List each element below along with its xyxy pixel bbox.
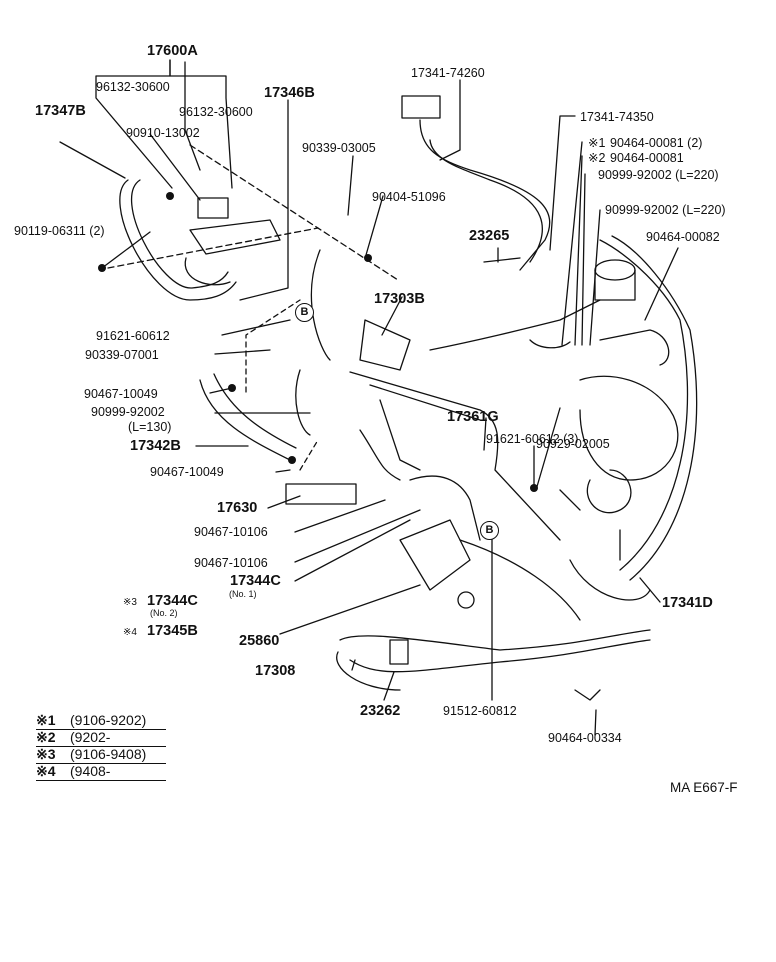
label-17345B: 17345B — [147, 623, 198, 639]
mark-3-inline: ※3 — [123, 597, 137, 608]
label-90464-00081: 90464-00081 — [610, 151, 684, 165]
legend-row: ※2 (9202- — [36, 729, 176, 746]
label-91621-60612-3: 91621-60612 (3) — [486, 432, 579, 446]
diagram-reference: MA E667-F — [670, 780, 738, 795]
legend-mark: ※4 — [36, 763, 56, 779]
label-90467-10106-b: 90467-10106 — [194, 556, 268, 570]
label-23262: 23262 — [360, 703, 401, 719]
mark-4-inline: ※4 — [123, 627, 137, 638]
label-90467-10106-a: 90467-10106 — [194, 525, 268, 539]
label-91512-60812: 91512-60812 — [443, 704, 517, 718]
label-17341-74350: 17341-74350 — [580, 110, 654, 124]
label-96132-30600-b: 96132-30600 — [179, 105, 253, 119]
legend-mark: ※3 — [36, 746, 56, 762]
label-90999-92002-l220-a: 90999-92002 (L=220) — [598, 168, 719, 182]
circle-b-mark-top: B — [295, 303, 314, 322]
legend-divider — [36, 746, 166, 747]
label-90999-92002-l130: 90999-92002 — [91, 405, 165, 419]
legend-mark: ※2 — [36, 729, 56, 745]
legend-range: (9202- — [70, 729, 111, 745]
legend-divider — [36, 763, 166, 764]
label-17630: 17630 — [217, 500, 258, 516]
label-no2: (No. 2) — [150, 608, 178, 618]
legend-row: ※4 (9408- — [36, 763, 176, 780]
legend-range: (9408- — [70, 763, 111, 779]
legend-row: ※3 (9106-9408) — [36, 746, 176, 763]
legend: ※1 (9106-9202) ※2 (9202- ※3 (9106-9408) … — [36, 712, 176, 781]
legend-range: (9106-9202) — [70, 712, 147, 728]
label-17342B: 17342B — [130, 438, 181, 454]
legend-row: ※1 (9106-9202) — [36, 712, 176, 729]
label-91621-60612: 91621-60612 — [96, 329, 170, 343]
legend-divider — [36, 780, 166, 781]
label-90999-92002-l220-b: 90999-92002 (L=220) — [605, 203, 726, 217]
label-17308: 17308 — [255, 663, 296, 679]
legend-range: (9106-9408) — [70, 746, 147, 762]
label-17341-74260: 17341-74260 — [411, 66, 485, 80]
mark-2-label: ※2 — [588, 151, 606, 165]
label-l130: (L=130) — [128, 420, 172, 434]
label-90467-10049-b: 90467-10049 — [150, 465, 224, 479]
label-17361G: 17361G — [447, 409, 499, 425]
circle-b-mark-bottom: B — [480, 521, 499, 540]
label-90910-13002: 90910-13002 — [126, 126, 200, 140]
label-17346B: 17346B — [264, 85, 315, 101]
label-17347B: 17347B — [35, 103, 86, 119]
label-90464-00081-2: 90464-00081 (2) — [610, 136, 703, 150]
label-no1: (No. 1) — [229, 589, 257, 599]
label-90339-07001: 90339-07001 — [85, 348, 159, 362]
label-17303B: 17303B — [374, 291, 425, 307]
label-17341D: 17341D — [662, 595, 713, 611]
legend-divider — [36, 729, 166, 730]
label-90464-00082: 90464-00082 — [646, 230, 720, 244]
label-90404-51096: 90404-51096 — [372, 190, 446, 204]
legend-mark: ※1 — [36, 712, 56, 728]
label-90464-00334: 90464-00334 — [548, 731, 622, 745]
label-23265: 23265 — [469, 228, 510, 244]
label-90929-02005-visible: 90929-02005 — [536, 437, 610, 451]
label-96132-30600-a: 96132-30600 — [96, 80, 170, 94]
label-17344C-no1: 17344C — [230, 573, 281, 589]
label-90467-10049-a: 90467-10049 — [84, 387, 158, 401]
label-17600A: 17600A — [147, 43, 198, 59]
label-90339-03005: 90339-03005 — [302, 141, 376, 155]
label-17344C-no2: 17344C — [147, 593, 198, 609]
mark-1-label: ※1 — [588, 136, 606, 150]
label-90119-06311: 90119-06311 (2) — [14, 224, 105, 238]
label-25860: 25860 — [239, 633, 280, 649]
